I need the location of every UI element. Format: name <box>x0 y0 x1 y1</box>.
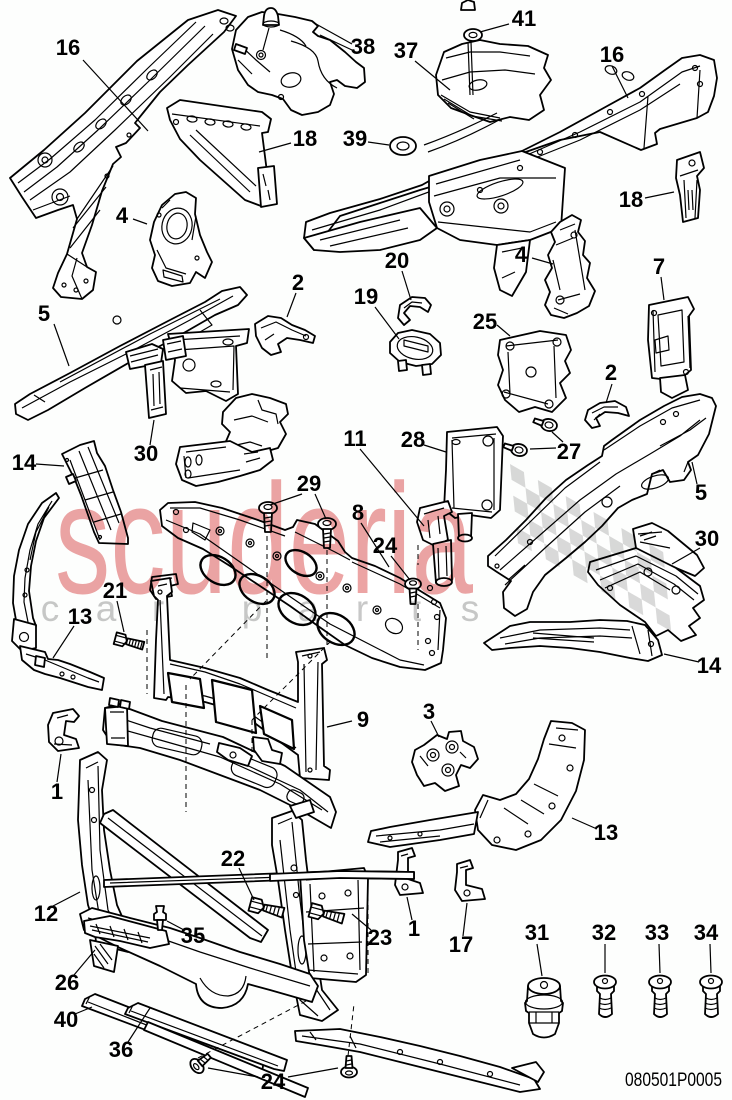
svg-text:18: 18 <box>293 126 317 151</box>
svg-text:21: 21 <box>103 578 127 603</box>
svg-text:14: 14 <box>697 653 722 678</box>
svg-text:2: 2 <box>292 270 304 295</box>
svg-text:c: c <box>41 588 60 629</box>
svg-text:t: t <box>411 588 422 629</box>
svg-text:38: 38 <box>351 34 375 59</box>
svg-text:4: 4 <box>515 242 528 267</box>
svg-text:14: 14 <box>12 450 37 475</box>
svg-text:5: 5 <box>695 480 707 505</box>
svg-text:a: a <box>298 588 319 629</box>
svg-text:12: 12 <box>34 901 58 926</box>
svg-text:25: 25 <box>473 309 497 334</box>
svg-text:32: 32 <box>592 920 616 945</box>
svg-text:11: 11 <box>343 426 366 451</box>
svg-text:39: 39 <box>343 126 367 151</box>
svg-text:13: 13 <box>594 820 618 845</box>
svg-text:r: r <box>356 588 368 629</box>
svg-text:26: 26 <box>55 970 79 995</box>
svg-text:1: 1 <box>51 779 63 804</box>
svg-text:24: 24 <box>261 1069 286 1094</box>
svg-text:19: 19 <box>354 284 378 309</box>
svg-text:23: 23 <box>368 925 392 950</box>
svg-text:34: 34 <box>694 920 719 945</box>
svg-text:36: 36 <box>109 1037 133 1062</box>
svg-text:7: 7 <box>653 254 665 279</box>
svg-text:p: p <box>242 588 263 629</box>
svg-text:13: 13 <box>68 604 92 629</box>
svg-text:28: 28 <box>401 427 425 452</box>
svg-text:33: 33 <box>645 920 669 945</box>
svg-text:3: 3 <box>423 699 435 724</box>
svg-text:31: 31 <box>525 920 549 945</box>
svg-text:22: 22 <box>221 846 245 871</box>
svg-text:5: 5 <box>38 301 50 326</box>
svg-text:40: 40 <box>54 1007 78 1032</box>
svg-text:r: r <box>152 588 164 629</box>
svg-text:080501P0005: 080501P0005 <box>625 1070 722 1091</box>
svg-text:a: a <box>96 588 117 629</box>
svg-text:4: 4 <box>116 203 129 228</box>
svg-text:30: 30 <box>134 441 158 466</box>
svg-text:29: 29 <box>297 471 321 496</box>
svg-text:20: 20 <box>385 248 409 273</box>
svg-text:16: 16 <box>600 42 624 67</box>
svg-text:9: 9 <box>357 707 369 732</box>
svg-text:2: 2 <box>605 360 617 385</box>
svg-text:24: 24 <box>373 533 398 558</box>
svg-text:scuderia: scuderia <box>55 452 473 627</box>
svg-text:35: 35 <box>181 923 205 948</box>
svg-text:16: 16 <box>56 35 80 60</box>
svg-text:41: 41 <box>512 6 536 31</box>
svg-text:30: 30 <box>695 526 719 551</box>
svg-text:1: 1 <box>408 916 420 941</box>
svg-text:18: 18 <box>619 187 643 212</box>
svg-text:27: 27 <box>557 439 581 464</box>
svg-text:8: 8 <box>352 500 364 525</box>
svg-text:s: s <box>461 588 480 629</box>
svg-text:17: 17 <box>449 932 473 957</box>
svg-text:37: 37 <box>394 38 418 63</box>
